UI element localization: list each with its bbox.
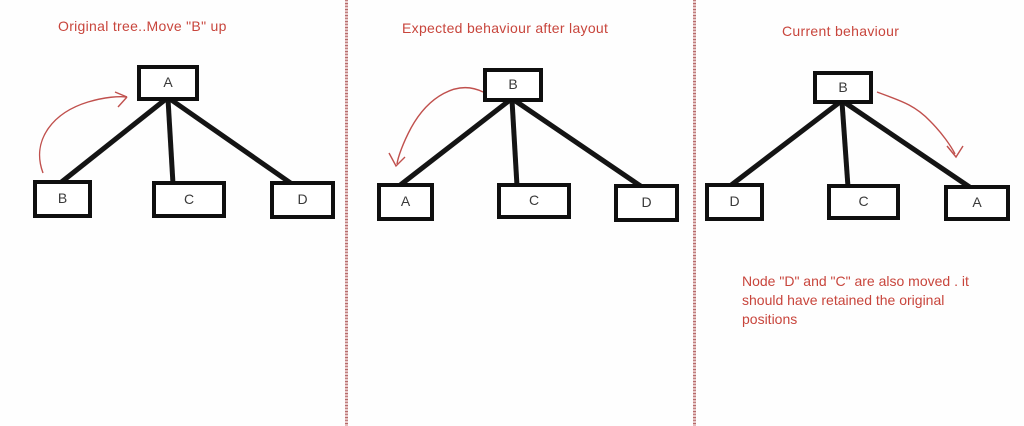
panel2-node-d: D — [614, 184, 679, 222]
panel1-node-a: A — [137, 65, 199, 101]
panel2-node-a: A — [377, 183, 434, 221]
panel1-node-b: B — [33, 180, 92, 218]
panel3-node-d: D — [705, 183, 764, 221]
panel1-tree-edges — [57, 96, 294, 187]
current-move-arrow — [876, 91, 964, 159]
panel1-node-c: C — [152, 181, 226, 218]
moved-nodes-annotation: Node "D" and "C" are also moved . it sho… — [742, 273, 969, 327]
panel-divider-1 — [345, 0, 348, 426]
panel2-node-b: B — [483, 68, 543, 102]
panel1-node-d: D — [270, 181, 335, 219]
panel2-title: Expected behaviour after layout — [402, 20, 609, 36]
panel3-node-c: C — [827, 184, 900, 220]
panel2-node-c: C — [497, 183, 571, 219]
panel2-tree-edges — [397, 97, 644, 190]
panel1-title: Original tree..Move "B" up — [58, 18, 227, 34]
panel3-node-a: A — [944, 185, 1010, 221]
panel3-title: Current behaviour — [782, 23, 900, 39]
panel3-tree-edges — [728, 99, 973, 191]
move-b-up-arrow — [38, 91, 128, 174]
panel-divider-2 — [693, 0, 696, 426]
expected-move-arrow — [388, 87, 484, 168]
panel3-node-b: B — [813, 71, 873, 104]
